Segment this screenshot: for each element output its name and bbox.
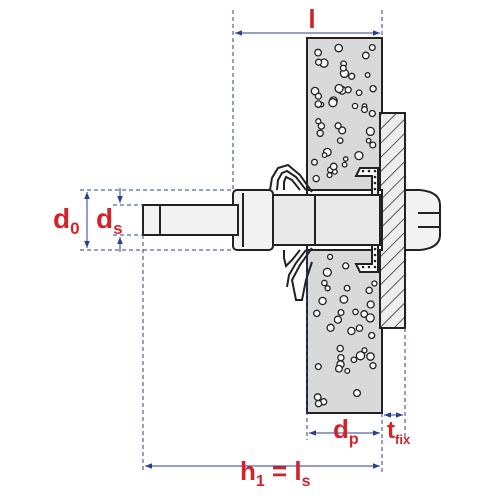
aggregate-stone: [310, 158, 319, 166]
aggregate-stone: [334, 122, 342, 130]
aggregate-stone: [336, 344, 344, 353]
aggregate-stone: [365, 126, 376, 137]
aggregate-stone: [369, 141, 377, 149]
aggregate-stone: [313, 309, 321, 318]
aggregate-stone: [352, 308, 359, 316]
aggregate-stone: [342, 156, 349, 162]
aggregate-stone: [361, 347, 368, 354]
aggregate-stone: [366, 352, 375, 361]
anchor-wings: [269, 163, 313, 301]
aggregate-stone: [312, 174, 320, 183]
aggregate-stone: [347, 326, 356, 336]
aggregate-stone: [314, 92, 323, 100]
aggregate-stone: [314, 399, 323, 408]
aggregate-stone: [344, 86, 352, 94]
aggregate-stone: [368, 109, 376, 118]
aggregate-stone: [355, 89, 363, 97]
aggregate-stone: [322, 267, 332, 277]
aggregate-stone: [368, 43, 376, 52]
aggregate-stone: [314, 48, 323, 57]
aggregate-stone: [333, 315, 343, 324]
aggregate-stone: [324, 285, 331, 292]
aggregate-stone: [369, 362, 377, 370]
aggregate-stone: [344, 367, 351, 374]
aggregate-stone: [314, 363, 322, 371]
aggregate-stone: [315, 118, 322, 125]
aggregate-stone: [366, 300, 375, 309]
label-tfix: tfix: [387, 417, 411, 447]
aggregate-stone: [339, 294, 349, 304]
dimension-d0-ds: [80, 188, 233, 252]
aggregate-stone: [317, 122, 326, 130]
aggregate-stone: [351, 102, 359, 110]
aggregate-stone: [341, 161, 348, 168]
label-l: l: [308, 4, 315, 34]
aggregate-stone: [334, 364, 343, 373]
label-dp: dp: [333, 414, 359, 448]
dimension-dp-tfix: [306, 250, 406, 440]
aggregate-stone: [334, 43, 344, 53]
aggregate-stone: [360, 106, 369, 114]
aggregate-stone: [326, 253, 334, 261]
aggregate-stone: [350, 356, 358, 364]
aggregate-stone: [360, 310, 369, 318]
aggregate-stone: [355, 350, 366, 361]
aggregate-stone: [348, 72, 356, 80]
aggregate-stone: [352, 389, 362, 398]
aggregate-stone: [336, 137, 344, 144]
aggregate-stone: [318, 296, 327, 306]
label-h1-ls: h1 = ls: [240, 456, 311, 490]
aggregate-stone: [313, 393, 322, 402]
aggregate-stone: [365, 286, 373, 295]
aggregate-stone: [337, 308, 345, 317]
aggregate-stone: [321, 279, 328, 287]
aggregate-stone: [371, 280, 378, 287]
aggregate-stone: [338, 126, 347, 135]
label-ds: ds: [96, 203, 123, 238]
aggregate-stone: [314, 58, 323, 66]
aggregate-stone: [339, 64, 347, 72]
dimension-h1: [142, 235, 383, 472]
aggregate-stone: [342, 262, 350, 270]
aggregate-stone: [365, 313, 375, 323]
aggregate-stone: [369, 84, 377, 93]
aggregate-stone: [355, 324, 364, 333]
anchor-body: [269, 194, 381, 246]
aggregate-stone: [314, 100, 323, 108]
aggregate-stone: [321, 152, 328, 159]
aggregate-stone: [365, 137, 372, 144]
aggregate-stone: [328, 98, 338, 108]
fixture-plate: [379, 112, 406, 329]
aggregate-stone: [316, 129, 324, 138]
aggregate-stone: [354, 150, 364, 161]
concrete-aggregate: [310, 43, 378, 408]
aggregate-stone: [364, 72, 371, 78]
aggregate-stone: [329, 162, 338, 171]
screw-head: [404, 189, 441, 251]
dimension-l: [232, 10, 383, 190]
aggregate-stone: [361, 51, 370, 60]
aggregate-stone: [343, 284, 351, 292]
aggregate-stone: [334, 83, 344, 94]
aggregate-stone: [337, 353, 345, 362]
aggregate-stone: [326, 323, 335, 332]
screw-shaft: [142, 204, 239, 236]
label-d0: d0: [53, 203, 80, 238]
aggregate-stone: [326, 172, 333, 179]
aggregate-stone: [368, 331, 376, 340]
